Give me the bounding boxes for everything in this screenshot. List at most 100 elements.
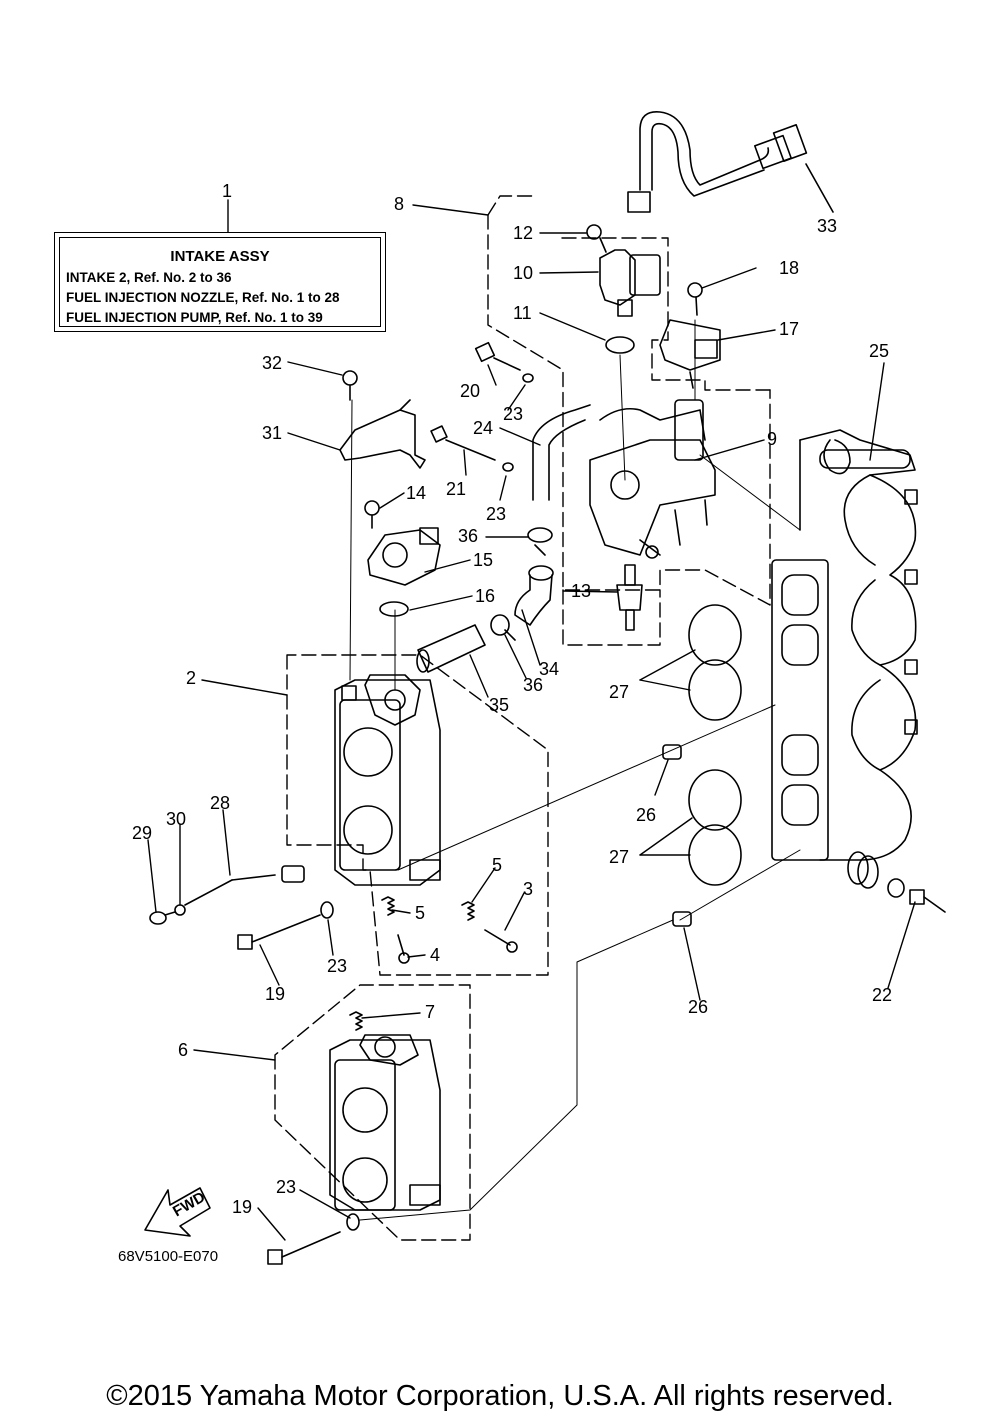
washer-23-bottom <box>346 1213 360 1231</box>
callout-1: 1 <box>222 181 233 201</box>
callout-25: 25 <box>869 341 890 361</box>
o-ring-11 <box>605 336 635 354</box>
spring-5-left <box>381 896 395 916</box>
callout-3: 3 <box>523 879 534 899</box>
callout-20: 20 <box>460 381 481 401</box>
legend-line: FUEL INJECTION NOZZLE, Ref. No. 1 to 28 <box>66 290 340 305</box>
callout-24: 24 <box>473 418 494 438</box>
callout-4: 4 <box>430 945 441 965</box>
callout-13: 13 <box>571 581 592 601</box>
callout-34: 34 <box>539 659 560 679</box>
callout-36: 36 <box>458 526 479 546</box>
callout-29: 29 <box>132 823 153 843</box>
legend-line: INTAKE 2, Ref. No. 2 to 36 <box>66 270 232 285</box>
callout-27: 27 <box>609 682 630 702</box>
group-6-outline <box>274 984 471 1241</box>
callout-15: 15 <box>473 550 494 570</box>
screw-18 <box>687 282 703 316</box>
callout-26: 26 <box>636 805 657 825</box>
o-ring-16 <box>379 601 409 617</box>
legend-inner-frame: INTAKE ASSY INTAKE 2, Ref. No. 2 to 36 F… <box>59 237 381 327</box>
callout-36: 36 <box>523 675 544 695</box>
legend-title: INTAKE ASSY <box>170 248 270 265</box>
callout-9: 9 <box>767 429 778 449</box>
elbow-hose-34 <box>514 565 554 626</box>
hose-35 <box>416 624 486 673</box>
callout-16: 16 <box>475 586 496 606</box>
gaskets-27 <box>688 604 742 886</box>
callout-23: 23 <box>503 404 524 424</box>
throttle-sensor-15 <box>367 527 441 586</box>
copyright-notice: ©2015 Yamaha Motor Corporation, U.S.A. A… <box>106 1380 894 1412</box>
bolt-20 <box>474 341 521 371</box>
grommet-22 <box>847 851 946 913</box>
legend-box: INTAKE ASSY INTAKE 2, Ref. No. 2 to 36 F… <box>54 232 386 332</box>
injector-10 <box>599 249 661 317</box>
link-rod-28 <box>184 865 305 906</box>
rod-end-29 <box>149 911 176 925</box>
callout-8: 8 <box>394 194 405 214</box>
callout-14: 14 <box>406 483 427 503</box>
group-2-outline <box>286 654 549 976</box>
callout-23: 23 <box>486 504 507 524</box>
collar-26-upper <box>662 744 682 760</box>
callout-6: 6 <box>178 1040 189 1060</box>
wire-harness-33 <box>627 111 834 213</box>
callout-19: 19 <box>232 1197 253 1217</box>
screw-4 <box>397 934 410 964</box>
callout-2: 2 <box>186 668 197 688</box>
washer-23-top <box>522 373 534 383</box>
injector-13 <box>616 564 643 631</box>
nut-30 <box>174 904 186 916</box>
washer-23-mid <box>502 462 514 472</box>
callout-27: 27 <box>609 847 630 867</box>
callout-12: 12 <box>513 223 534 243</box>
bolt-19-bottom <box>267 1231 341 1265</box>
callout-5: 5 <box>415 903 426 923</box>
callout-30: 30 <box>166 809 187 829</box>
callout-32: 32 <box>262 353 283 373</box>
callout-17: 17 <box>779 319 800 339</box>
intake-manifold-25 <box>771 429 918 861</box>
callout-26: 26 <box>688 997 709 1017</box>
sensor-17 <box>659 319 721 389</box>
clamp-36-top <box>527 527 553 556</box>
legend-line: FUEL INJECTION PUMP, Ref. No. 1 to 39 <box>66 310 323 325</box>
callout-21: 21 <box>446 479 467 499</box>
callout-10: 10 <box>513 263 534 283</box>
callout-31: 31 <box>262 423 283 443</box>
callout-28: 28 <box>210 793 231 813</box>
screw-14 <box>364 500 380 529</box>
callout-18: 18 <box>779 258 800 278</box>
fuel-pump-body-9 <box>589 399 716 559</box>
hose-24 <box>532 404 591 501</box>
bracket-31 <box>339 399 426 469</box>
leader-lines <box>147 199 916 1241</box>
screw-32 <box>342 370 358 401</box>
assembly-group-outlines <box>274 195 771 1241</box>
spring-7 <box>349 1011 363 1031</box>
screw-12 <box>586 224 607 253</box>
fwd-arrow-icon <box>144 1187 211 1237</box>
callout-33: 33 <box>817 216 838 236</box>
bolt-21 <box>430 425 496 461</box>
washer-23-left <box>320 901 334 919</box>
bolt-19-top <box>237 914 321 950</box>
screw-3 <box>484 929 518 953</box>
clamp-36-low <box>490 614 516 641</box>
callout-7: 7 <box>425 1002 436 1022</box>
throttle-body-2 <box>334 674 441 886</box>
throttle-body-6 <box>329 1034 441 1211</box>
callout-22: 22 <box>872 985 893 1005</box>
callout-23: 23 <box>276 1177 297 1197</box>
spring-5-right <box>461 901 475 921</box>
callout-11: 11 <box>513 303 532 323</box>
callout-35: 35 <box>489 695 510 715</box>
diagram-code: 68V5100-E070 <box>118 1248 219 1265</box>
assembly-lines <box>349 319 801 1221</box>
collar-26-lower <box>672 911 692 927</box>
callout-19: 19 <box>265 984 286 1004</box>
callout-5: 5 <box>492 855 503 875</box>
